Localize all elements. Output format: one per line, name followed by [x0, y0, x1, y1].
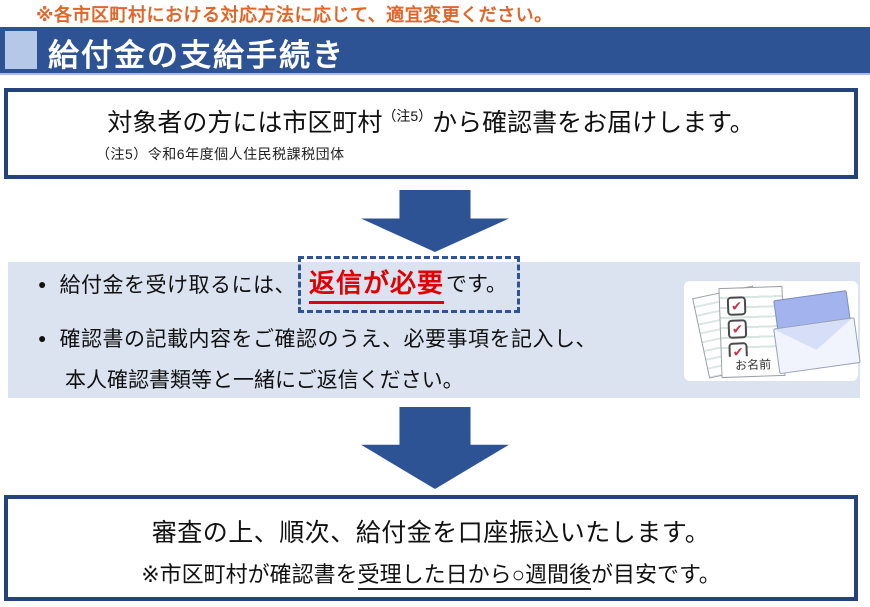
- documents-envelope-illustration: ✔ ✔ ✔ お名前: [684, 281, 861, 381]
- delivery-text-before: 対象者の方には市区町村: [107, 109, 383, 137]
- payment-note-underlined: 受理した日から○週間後: [357, 562, 591, 590]
- name-field-label: お名前: [721, 354, 785, 375]
- payment-note-before: ※市区町村が確認書を: [141, 562, 358, 587]
- reply-box: ● 給付金を受け取るには、 返信が必要 です。 ● 確認書の記載内容をご確認のう…: [8, 255, 861, 398]
- bullet1-text-after: です。: [445, 273, 507, 296]
- title-bar: 給付金の支給手続き: [0, 27, 870, 75]
- footnote-marker: （注5）: [382, 108, 433, 124]
- payment-note-after: が目安です。: [590, 562, 721, 587]
- checkbox-icon: ✔: [726, 296, 747, 316]
- delivery-footnote: （注5）令和6年度個人住民税課税団体: [96, 146, 345, 162]
- checkbox-icon: ✔: [727, 319, 748, 339]
- bullet-item-confirm-contents: ● 確認書の記載内容をご確認のうえ、必要事項を記入し、: [38, 322, 597, 354]
- delivery-main-text: 対象者の方には市区町村（注5）から確認書をお届けします。: [8, 103, 854, 139]
- bullet-item-reply-required: ● 給付金を受け取るには、 返信が必要 です。: [38, 255, 520, 313]
- down-arrow-icon: [361, 190, 509, 252]
- down-arrow-icon: [361, 407, 509, 489]
- payment-main-text: 審査の上、順次、給付金を口座振込いたします。: [151, 519, 711, 547]
- bullet1-text: 給付金を受け取るには、: [59, 274, 296, 297]
- page-title: 給付金の支給手続き: [48, 38, 345, 73]
- bullet2-line2: 本人確認書類等と一緒にご返信ください。: [65, 369, 464, 392]
- payment-note-text: ※市区町村が確認書を受理した日から○週間後が目安です。: [8, 557, 854, 590]
- bullet2-line1: 確認書の記載内容をご確認のうえ、必要事項を記入し、: [59, 328, 597, 351]
- reply-required-callout: 返信が必要 です。: [297, 255, 520, 313]
- bullet-icon: ●: [38, 276, 47, 292]
- envelope-icon: [769, 290, 861, 375]
- edit-instruction-note: ※各市区町村における対応方法に応じて、適宜変更ください。: [36, 5, 553, 25]
- payment-box: 審査の上、順次、給付金を口座振込いたします。 ※市区町村が確認書を受理した日から…: [4, 495, 858, 601]
- reply-required-highlight: 返信が必要: [308, 263, 444, 304]
- title-accent-square: [5, 31, 37, 69]
- delivery-text-after: から確認書をお届けします。: [432, 109, 755, 137]
- bullet-icon: ●: [38, 330, 47, 346]
- delivery-box: 対象者の方には市区町村（注5）から確認書をお届けします。 （注5）令和6年度個人…: [4, 88, 858, 179]
